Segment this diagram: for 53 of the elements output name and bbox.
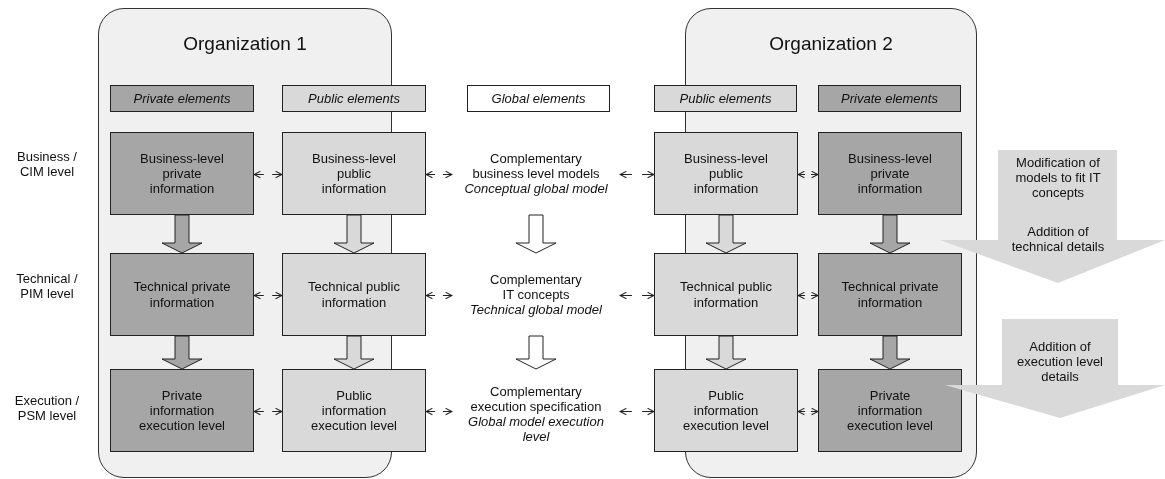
column-header: Private elements — [818, 85, 961, 112]
double-arrow — [797, 291, 819, 300]
block-arrow — [869, 335, 911, 370]
level-label: Execution / PSM level — [13, 393, 81, 424]
information-box: Business-level private information — [110, 132, 254, 215]
information-box: Private information execution level — [818, 369, 962, 452]
model-text: Complementary execution specification — [469, 383, 603, 414]
annotation-text: Addition of execution level details — [1016, 339, 1104, 385]
annotation-text: Addition of technical details — [1010, 224, 1106, 255]
model-name: Technical global model — [470, 302, 602, 318]
model-name: Global model execution level — [467, 414, 605, 445]
double-arrow — [253, 291, 283, 300]
double-arrow — [619, 407, 655, 416]
double-arrow — [619, 170, 655, 179]
model-text: Complementary business level models — [471, 150, 601, 182]
double-arrow — [797, 407, 819, 416]
double-arrow — [797, 170, 819, 179]
information-box: Business-level private information — [818, 132, 962, 215]
information-box: Public information execution level — [654, 369, 798, 452]
double-arrow — [253, 407, 283, 416]
information-box: Technical private information — [110, 253, 254, 336]
column-header: Public elements — [282, 85, 426, 112]
information-box: Technical private information — [818, 253, 962, 336]
level-label: Technical / PIM level — [15, 271, 79, 302]
block-arrow — [705, 335, 747, 370]
information-box: Business-level public information — [654, 132, 798, 215]
double-arrow — [425, 170, 453, 179]
information-box: Technical public information — [282, 253, 426, 336]
information-box: Private information execution level — [110, 369, 254, 452]
annotation-text: Modification of models to fit IT concepts — [1014, 155, 1102, 201]
model-text: Complementary IT concepts — [489, 271, 583, 303]
level-label: Business / CIM level — [16, 149, 78, 180]
model-name: Conceptual global model — [464, 181, 608, 197]
panel-title: Organization 1 — [182, 33, 308, 55]
block-arrow — [515, 335, 557, 370]
double-arrow — [619, 291, 655, 300]
double-arrow — [425, 407, 453, 416]
block-arrow — [161, 335, 203, 370]
block-arrow — [515, 214, 557, 254]
column-header: Private elements — [110, 85, 254, 112]
block-arrow — [869, 214, 911, 254]
double-arrow — [425, 291, 453, 300]
double-arrow — [253, 170, 283, 179]
block-arrow — [161, 214, 203, 254]
column-header: Public elements — [654, 85, 797, 112]
information-box: Business-level public information — [282, 132, 426, 215]
panel-title: Organization 2 — [768, 33, 894, 55]
column-header: Global elements — [467, 85, 610, 112]
information-box: Public information execution level — [282, 369, 426, 452]
block-arrow — [705, 214, 747, 254]
block-arrow — [333, 214, 375, 254]
information-box: Technical public information — [654, 253, 798, 336]
block-arrow — [333, 335, 375, 370]
